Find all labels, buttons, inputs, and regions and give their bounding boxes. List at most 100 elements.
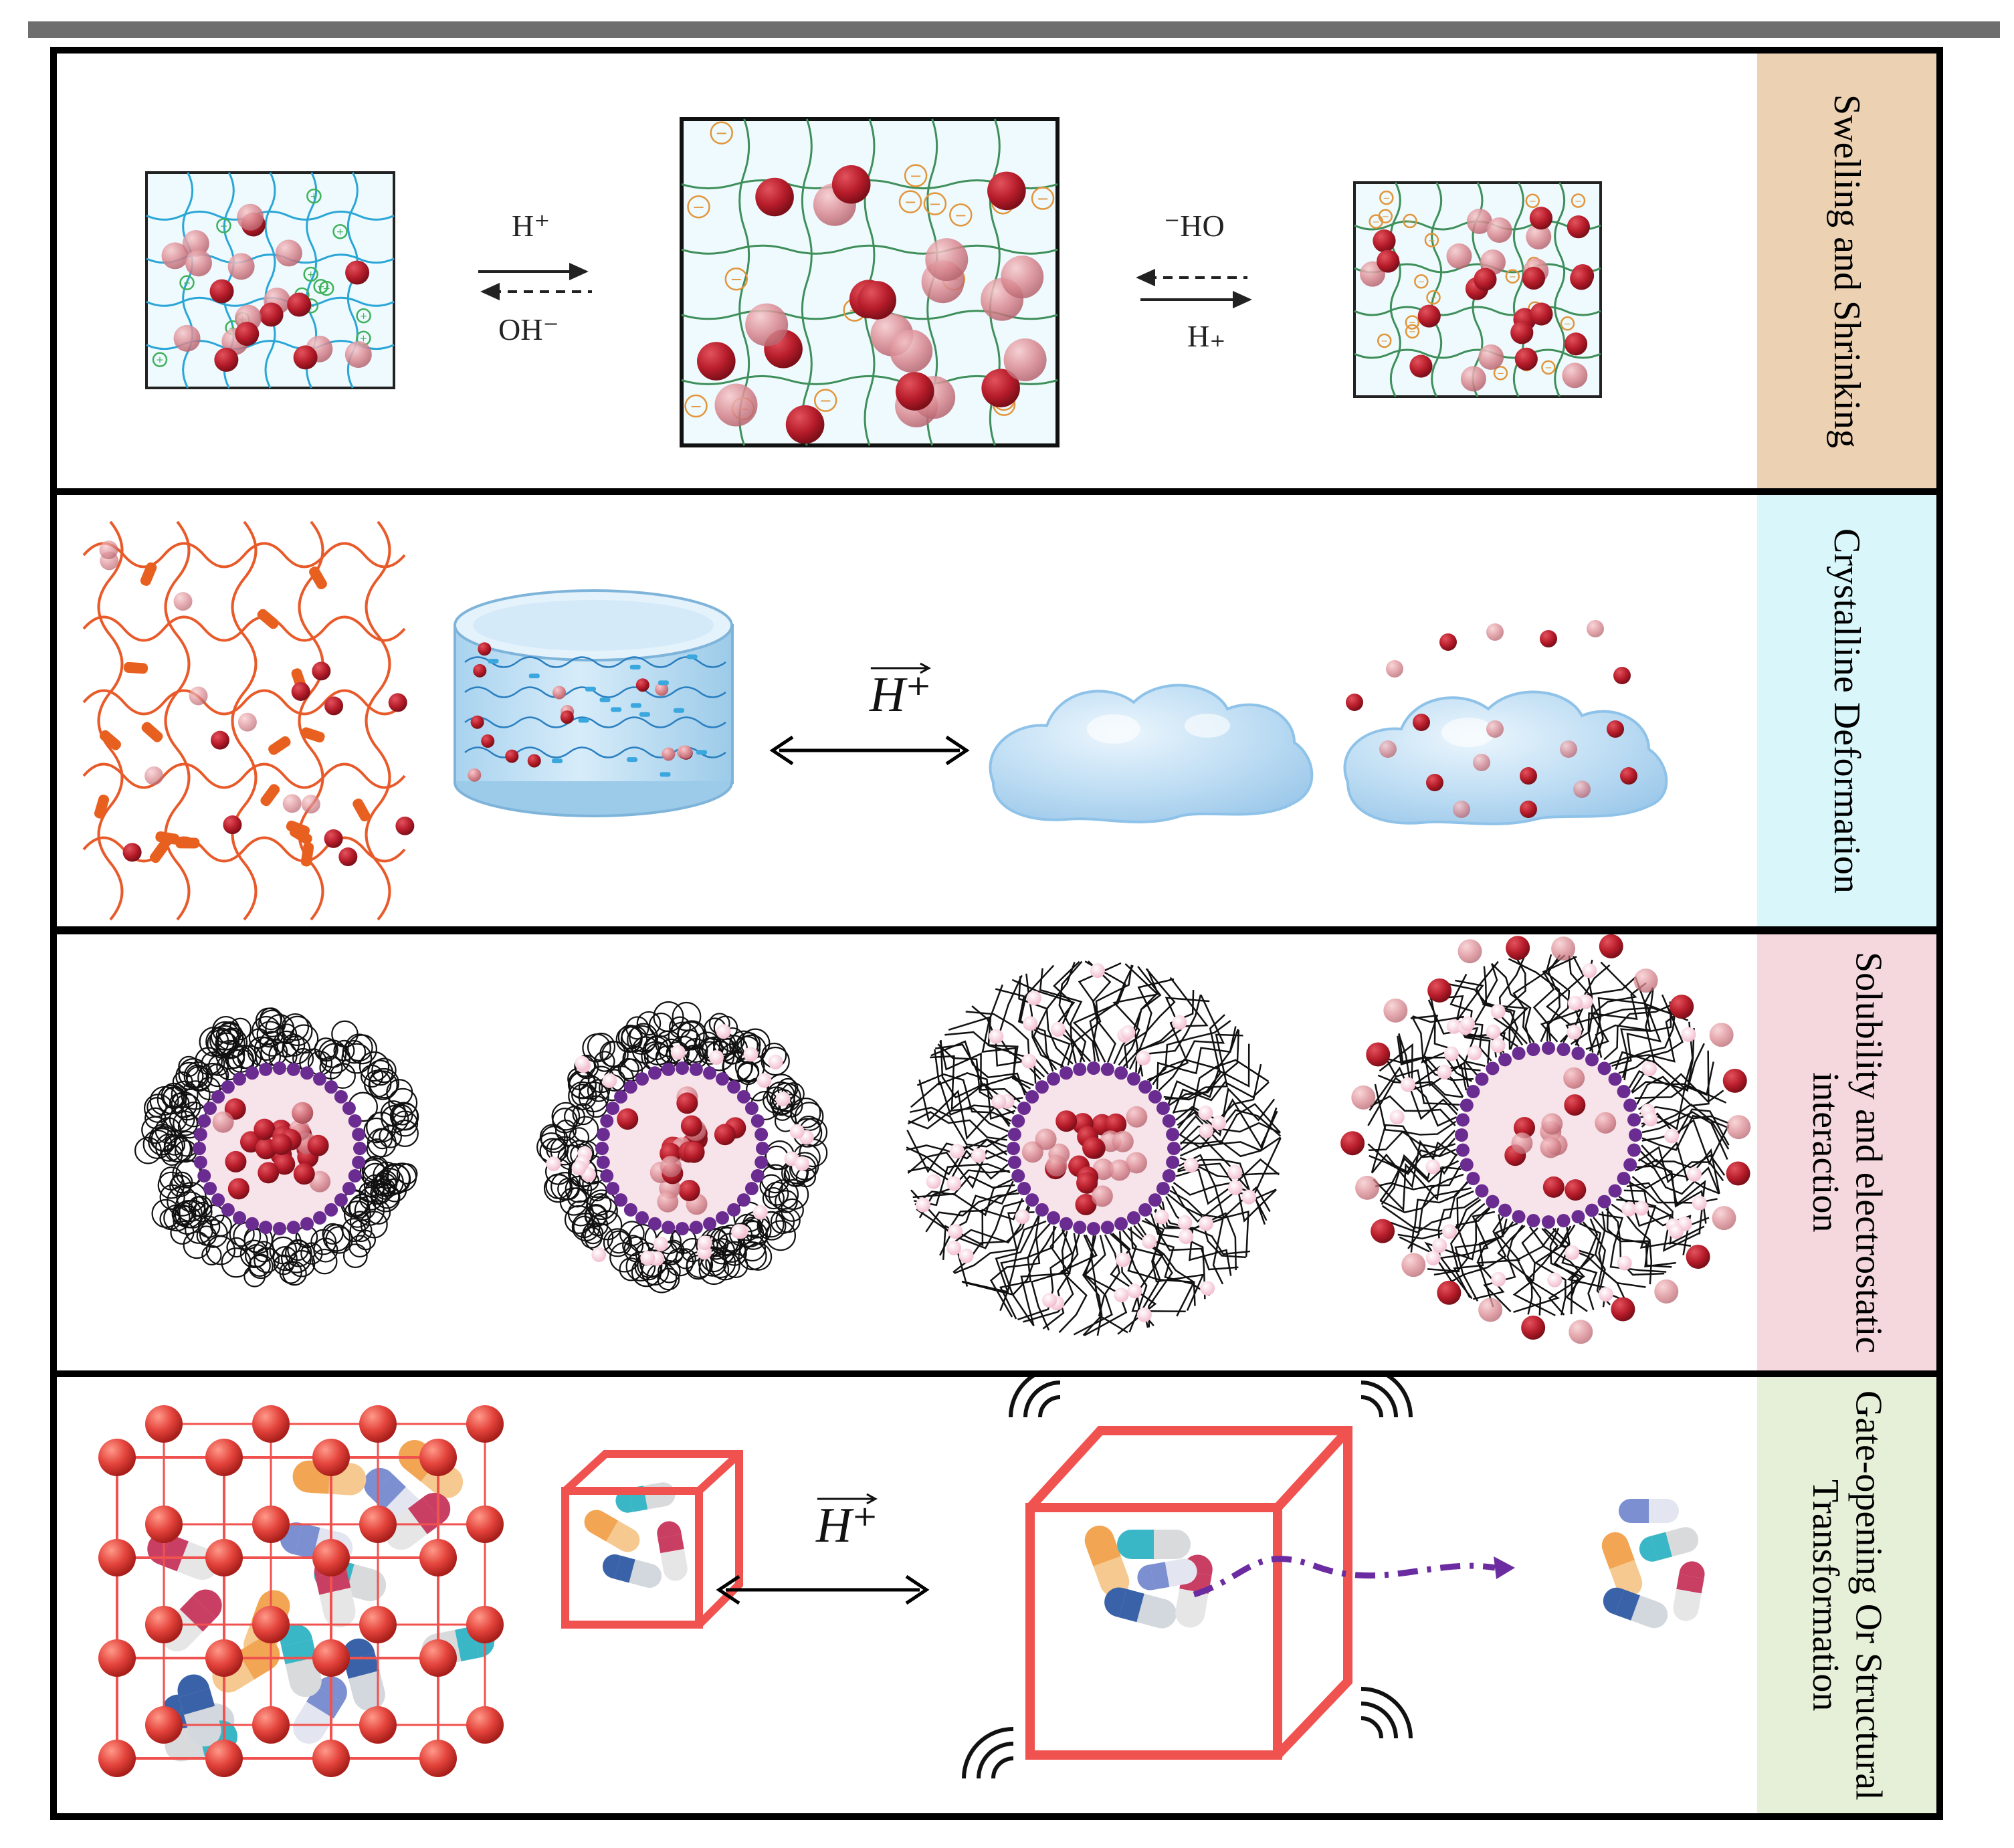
coiled-chain xyxy=(762,1187,785,1210)
drug-capsule xyxy=(584,1510,640,1552)
crystalline-domain xyxy=(155,831,180,845)
polymer-strand xyxy=(681,244,1058,255)
charge-sign: + xyxy=(156,355,164,366)
shell-bead xyxy=(596,1128,610,1142)
coiled-chain xyxy=(199,1027,229,1057)
drug-capsule xyxy=(602,1554,662,1588)
charge-sign: − xyxy=(690,398,702,415)
drug-particle-light xyxy=(1486,217,1512,243)
drug-particle-dark xyxy=(1564,1094,1586,1116)
capsule-mid xyxy=(658,1534,684,1554)
shell-bead xyxy=(203,1102,217,1115)
metal-node xyxy=(205,1740,243,1777)
charge-group xyxy=(1505,269,1520,284)
crystalline-domain xyxy=(123,661,148,674)
extended-chain xyxy=(1541,1227,1585,1316)
shell-bead xyxy=(736,1090,750,1104)
shell-bead xyxy=(353,1142,367,1155)
drug-particle-dark xyxy=(1542,1176,1565,1198)
drug-capsule xyxy=(1639,1527,1699,1562)
panel-label-box: Gate-opening Or Structural Transformatio… xyxy=(1757,1377,1936,1813)
shell-bead xyxy=(1617,1085,1631,1098)
coiled-chain xyxy=(348,1197,371,1219)
extended-chain xyxy=(1605,1208,1665,1276)
extended-chain xyxy=(1493,956,1526,1046)
drug-particle xyxy=(679,745,693,759)
crystalline-domain xyxy=(99,730,121,750)
shell-bead xyxy=(1585,1203,1599,1217)
drug-particle-light xyxy=(1478,344,1504,370)
micelle-charged-collapsed xyxy=(536,1001,828,1294)
drug-particle-light xyxy=(1460,366,1486,392)
shell-bead xyxy=(1459,1158,1474,1172)
coiled-chain xyxy=(765,1181,789,1206)
positive-charge xyxy=(1446,1019,1462,1034)
shell-bead xyxy=(1617,1172,1631,1185)
shell-bead xyxy=(635,1211,649,1225)
shell-bead xyxy=(1542,1215,1555,1229)
drug-capsule xyxy=(1603,1587,1668,1629)
positive-charge xyxy=(575,1055,590,1071)
crystalline-domain xyxy=(639,712,650,717)
vibration-arc xyxy=(962,1727,1014,1779)
extended-chain xyxy=(1165,1033,1243,1100)
coiled-chain xyxy=(392,1104,413,1126)
extended-chain xyxy=(1587,982,1647,1053)
drug-particle-dark xyxy=(338,847,358,867)
positive-charge xyxy=(1026,991,1041,1006)
shell-bead xyxy=(595,1142,609,1155)
charge-sign: − xyxy=(1497,369,1504,379)
crystalline-domain xyxy=(627,757,638,762)
label-h-plus-bottom-right: H₊ xyxy=(1187,319,1226,353)
amorphous-gel-blob-right xyxy=(1343,690,1668,825)
coiled-chain xyxy=(209,1214,232,1237)
shell-bead xyxy=(750,1169,765,1183)
charge-group xyxy=(179,275,195,290)
shell-bead xyxy=(1556,1042,1571,1056)
drug-particle-dark xyxy=(1417,304,1441,328)
charge-group xyxy=(898,190,922,213)
positive-charge xyxy=(1115,1252,1130,1267)
positive-charge xyxy=(1643,1112,1658,1127)
positive-charge xyxy=(1686,1166,1702,1182)
extended-chain xyxy=(1058,1234,1098,1334)
extended-chain xyxy=(1552,1227,1579,1314)
drug-particle-dark xyxy=(1510,321,1534,344)
extended-chain xyxy=(962,1216,1040,1296)
coiled-chain xyxy=(342,1243,368,1268)
extended-chain xyxy=(1089,964,1134,1063)
charge-group xyxy=(813,389,837,412)
drug-particle xyxy=(560,710,574,724)
extended-chain xyxy=(910,1080,1011,1125)
charge-group xyxy=(1424,233,1439,247)
extended-chain xyxy=(953,1211,1035,1274)
extended-chain xyxy=(1083,1235,1128,1336)
drug-particle-light xyxy=(173,324,201,352)
shell-bead xyxy=(703,1066,717,1080)
charge-sign: − xyxy=(1382,212,1389,222)
vector-arrow-icon xyxy=(817,1493,878,1505)
shell-bead xyxy=(273,1222,286,1235)
charge-group xyxy=(1379,190,1394,205)
drug-particle xyxy=(478,642,492,656)
coiled-chain xyxy=(765,1220,796,1251)
released-particle-dark xyxy=(1722,1068,1747,1093)
shell-bead xyxy=(1156,1182,1170,1195)
metal-node xyxy=(205,1539,243,1576)
coiled-chain xyxy=(572,1103,595,1126)
drug-particle-dark xyxy=(1426,774,1443,791)
drug-particle-dark xyxy=(291,682,310,701)
drug-particle-light xyxy=(173,592,193,611)
crystalline-domain xyxy=(300,842,314,867)
micelle-swollen xyxy=(906,960,1282,1336)
extended-chain xyxy=(1385,1057,1460,1106)
capsule-mid xyxy=(237,1642,270,1679)
drug-particle-light xyxy=(1486,720,1504,738)
positive-charge xyxy=(1179,1229,1194,1245)
coiled-chain xyxy=(621,1025,643,1047)
charge-sign: − xyxy=(1509,272,1516,282)
shell-bead xyxy=(1017,1102,1031,1115)
charge-group xyxy=(303,266,318,282)
crystalline-domain xyxy=(309,567,327,590)
coiled-chain xyxy=(790,1152,819,1180)
